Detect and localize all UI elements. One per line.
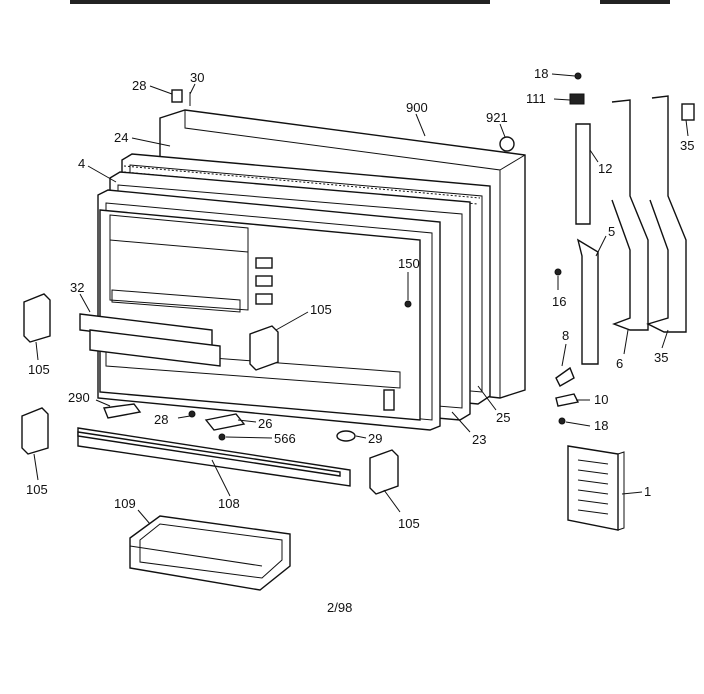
label-290: 290 bbox=[68, 390, 90, 405]
label-150: 150 bbox=[398, 256, 420, 271]
label-18-bottom: 18 bbox=[594, 418, 608, 433]
label-566: 566 bbox=[274, 431, 296, 446]
label-900: 900 bbox=[406, 100, 428, 115]
label-24: 24 bbox=[114, 130, 128, 145]
footer-date-code: 2/98 bbox=[327, 600, 352, 615]
right-hinge-brackets bbox=[569, 93, 695, 365]
label-1: 1 bbox=[644, 484, 651, 499]
label-18-top: 18 bbox=[534, 66, 548, 81]
label-6: 6 bbox=[616, 356, 623, 371]
door-bin bbox=[129, 515, 291, 591]
label-10: 10 bbox=[594, 392, 608, 407]
label-921: 921 bbox=[486, 110, 508, 125]
leader-lines bbox=[33, 73, 689, 525]
label-28: 28 bbox=[132, 78, 146, 93]
label-108: 108 bbox=[218, 496, 240, 511]
label-5: 5 bbox=[608, 224, 615, 239]
label-109: 109 bbox=[114, 496, 136, 511]
top-crop-strip bbox=[70, 0, 670, 4]
shelf-end-caps bbox=[21, 293, 399, 495]
label-111: 111 bbox=[526, 91, 546, 106]
part-labels: 28 30 24 4 900 921 18 111 35 12 5 16 150… bbox=[26, 66, 694, 531]
label-26: 26 bbox=[258, 416, 272, 431]
label-25: 25 bbox=[496, 410, 510, 425]
inner-liner bbox=[99, 209, 421, 421]
label-4: 4 bbox=[78, 156, 85, 171]
label-105-left-lower: 105 bbox=[26, 482, 48, 497]
label-16: 16 bbox=[552, 294, 566, 309]
door-shelf-long bbox=[77, 427, 351, 487]
label-28-lower: 28 bbox=[154, 412, 168, 427]
label-35-top: 35 bbox=[680, 138, 694, 153]
label-105-right: 105 bbox=[398, 516, 420, 531]
label-105-shelf: 105 bbox=[310, 302, 332, 317]
label-12: 12 bbox=[598, 161, 612, 176]
label-8: 8 bbox=[562, 328, 569, 343]
owners-manual bbox=[567, 445, 625, 531]
label-30: 30 bbox=[190, 70, 204, 85]
label-32: 32 bbox=[70, 280, 84, 295]
label-29: 29 bbox=[368, 431, 382, 446]
label-105-left-upper: 105 bbox=[28, 362, 50, 377]
door-shelf-small bbox=[79, 313, 221, 367]
small-fasteners bbox=[103, 72, 582, 442]
label-23: 23 bbox=[472, 432, 486, 447]
label-35-bottom: 35 bbox=[654, 350, 668, 365]
